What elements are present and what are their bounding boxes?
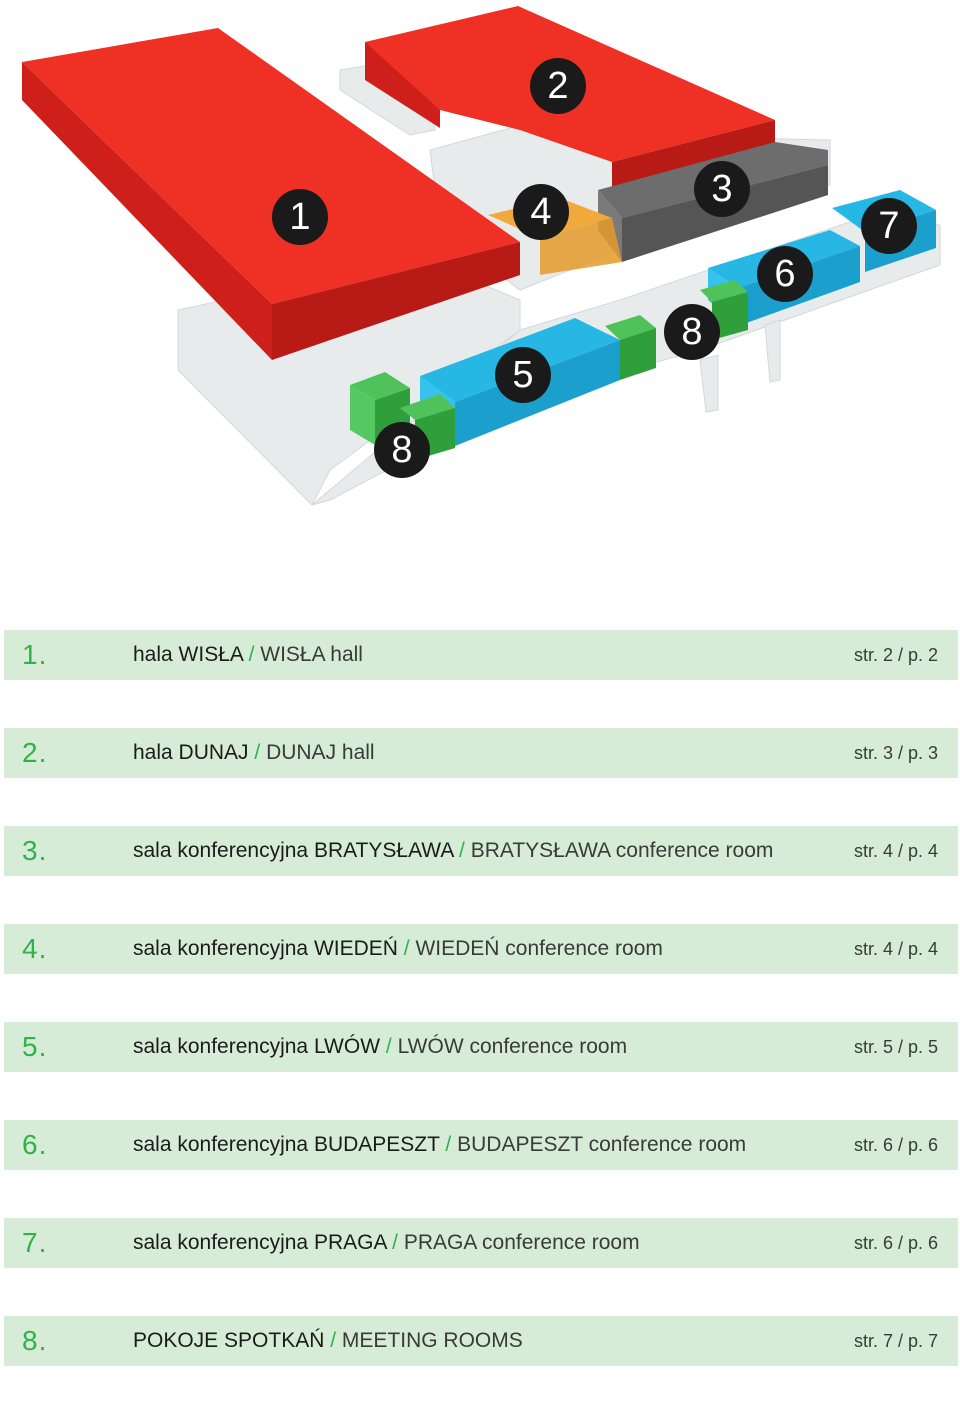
legend-name-en: MEETING ROOMS xyxy=(341,1329,523,1352)
floor-plan-diagram: 1 2 3 4 5 6 7 8 8 xyxy=(22,6,941,506)
legend-number: 8. xyxy=(22,1325,48,1356)
legend-name-pl: hala WISŁA xyxy=(133,643,243,666)
marker-4: 4 xyxy=(513,184,569,240)
legend-row-3[interactable]: 3. sala konferencyjna BRATYSŁAWA / BRATY… xyxy=(4,826,958,876)
legend-name-en: BUDAPESZT conference room xyxy=(457,1133,747,1156)
meeting-rooms xyxy=(350,280,748,460)
legend-separator: / xyxy=(242,643,261,666)
legend-number: 6. xyxy=(22,1129,48,1160)
svg-text:7: 7 xyxy=(878,205,899,247)
svg-text:6: 6 xyxy=(774,253,795,295)
legend-name-pl: sala konferencyjna BRATYSŁAWA xyxy=(133,839,454,862)
legend-page-ref: str. 5 / p. 5 xyxy=(853,1036,938,1057)
legend-description: sala konferencyjna BUDAPESZT / BUDAPESZT… xyxy=(133,1133,746,1157)
legend-description: sala konferencyjna PRAGA / PRAGA confere… xyxy=(133,1231,640,1255)
legend-name-pl: POKOJE SPOTKAŃ xyxy=(133,1329,325,1352)
marker-5: 5 xyxy=(495,347,551,403)
legend-separator: / xyxy=(386,1231,404,1254)
legend-row-4[interactable]: 4. sala konferencyjna WIEDEŃ / WIEDEŃ co… xyxy=(4,924,958,974)
marker-1: 1 xyxy=(272,189,328,245)
legend-page-ref: str. 7 / p. 7 xyxy=(853,1330,938,1351)
svg-text:3: 3 xyxy=(711,168,732,210)
legend-name-pl: sala konferencyjna PRAGA xyxy=(133,1231,387,1254)
legend-name-en: BRATYSŁAWA conference room xyxy=(470,839,774,862)
legend-name-pl: hala DUNAJ xyxy=(133,741,249,764)
marker-6: 6 xyxy=(757,246,813,302)
legend-separator: / xyxy=(397,937,416,960)
legend-name-en: WIEDEŃ conference room xyxy=(415,937,663,960)
legend-page-ref: str. 6 / p. 6 xyxy=(853,1134,938,1155)
legend-description: sala konferencyjna LWÓW / LWÓW conferenc… xyxy=(133,1035,627,1059)
legend-row-5[interactable]: 5. sala konferencyjna LWÓW / LWÓW confer… xyxy=(4,1022,958,1072)
legend-number: 2. xyxy=(22,737,48,768)
legend-row-1[interactable]: 1. hala WISŁA / WISŁA hall str. 2 / p. 2 xyxy=(4,630,958,680)
legend-name-en: PRAGA conference room xyxy=(403,1231,640,1254)
room-legend: 1. hala WISŁA / WISŁA hall str. 2 / p. 2… xyxy=(4,630,958,1414)
legend-name-pl: sala konferencyjna BUDAPESZT xyxy=(133,1133,440,1156)
legend-number: 1. xyxy=(22,639,48,670)
legend-description: POKOJE SPOTKAŃ / MEETING ROOMS xyxy=(133,1329,523,1353)
legend-description: sala konferencyjna WIEDEŃ / WIEDEŃ confe… xyxy=(133,937,663,961)
legend-name-pl: sala konferencyjna WIEDEŃ xyxy=(133,937,398,960)
legend-number: 4. xyxy=(22,933,48,964)
legend-separator: / xyxy=(324,1329,342,1352)
svg-text:8: 8 xyxy=(681,311,702,353)
marker-8b: 8 xyxy=(374,422,430,478)
legend-page-ref: str. 3 / p. 3 xyxy=(853,742,938,763)
legend-name-en: DUNAJ hall xyxy=(266,741,375,764)
legend-name-en: WISŁA hall xyxy=(260,643,363,666)
legend-page-ref: str. 6 / p. 6 xyxy=(853,1232,938,1253)
legend-description: hala DUNAJ / DUNAJ hall xyxy=(133,741,375,765)
legend-separator: / xyxy=(248,741,267,764)
legend-name-pl: sala konferencyjna LWÓW xyxy=(133,1035,381,1058)
legend-row-6[interactable]: 6. sala konferencyjna BUDAPESZT / BUDAPE… xyxy=(4,1120,958,1170)
legend-separator: / xyxy=(380,1035,398,1058)
legend-description: hala WISŁA / WISŁA hall xyxy=(133,643,363,667)
svg-text:4: 4 xyxy=(530,191,551,233)
legend-row-8[interactable]: 8. POKOJE SPOTKAŃ / MEETING ROOMS str. 7… xyxy=(4,1316,958,1366)
svg-text:1: 1 xyxy=(289,196,310,238)
legend-page-ref: str. 2 / p. 2 xyxy=(853,644,938,665)
legend-number: 5. xyxy=(22,1031,48,1062)
hall-wisla xyxy=(22,28,520,360)
svg-text:5: 5 xyxy=(512,354,533,396)
legend-number: 3. xyxy=(22,835,48,866)
svg-text:2: 2 xyxy=(547,65,568,107)
marker-7: 7 xyxy=(861,198,917,254)
legend-row-2[interactable]: 2. hala DUNAJ / DUNAJ hall str. 3 / p. 3 xyxy=(4,728,958,778)
svg-text:8: 8 xyxy=(391,429,412,471)
legend-page-ref: str. 4 / p. 4 xyxy=(853,938,938,959)
legend-number: 7. xyxy=(22,1227,48,1258)
legend-page-ref: str. 4 / p. 4 xyxy=(853,840,938,861)
marker-3: 3 xyxy=(694,161,750,217)
legend-row-7[interactable]: 7. sala konferencyjna PRAGA / PRAGA conf… xyxy=(4,1218,958,1268)
legend-separator: / xyxy=(439,1133,458,1156)
legend-separator: / xyxy=(453,839,471,862)
marker-2: 2 xyxy=(530,58,586,114)
legend-description: sala konferencyjna BRATYSŁAWA / BRATYSŁA… xyxy=(133,839,773,863)
marker-8a: 8 xyxy=(664,304,720,360)
legend-name-en: LWÓW conference room xyxy=(397,1035,628,1058)
